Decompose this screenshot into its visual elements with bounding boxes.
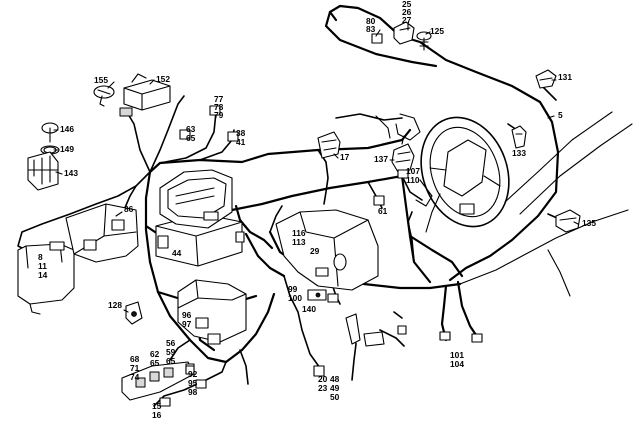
callout-155: 155 [94,75,108,85]
callout-77: 77 [214,94,224,104]
clip-131 [535,69,557,89]
screw-155 [93,85,115,107]
callout-63: 63 [186,124,196,134]
connector-107 [397,169,409,179]
callout-143: 143 [64,168,78,178]
callout-41: 41 [236,137,246,147]
callout-38: 38 [236,128,246,138]
callout-15: 15 [152,401,162,411]
center-console-unit [275,209,379,291]
relay-152 [119,73,171,117]
seatbelt-lock [313,313,407,377]
callout-78: 78 [214,102,224,112]
column-switch-lever [335,113,421,141]
callout-96: 96 [182,310,192,320]
callout-20: 20 [318,374,328,384]
bracket-86 [65,203,139,263]
callout-29: 29 [310,246,320,256]
callout-62: 62 [150,349,160,359]
callout-44: 44 [172,248,182,258]
connector-101 [439,331,483,343]
connector-15 [159,397,171,407]
connector-63 [179,129,191,140]
callout-128: 128 [108,300,122,310]
callout-5: 5 [558,110,563,120]
callout-labels: 25 26 27 80 83 125 131 5 133 135 155 152… [38,0,596,420]
callout-61: 61 [378,206,388,216]
callout-104: 104 [450,359,464,369]
leader-lines [53,23,579,313]
heater-box [177,279,247,345]
sensor-25 [393,21,415,45]
callout-152: 152 [156,74,170,84]
callout-149: 149 [60,144,74,154]
glove-box-44 [155,213,245,267]
steering-wheel [415,116,510,233]
callout-97: 97 [182,319,192,329]
bracket-128 [125,301,143,325]
callout-17: 17 [340,152,350,162]
callout-65-mid: 65 [150,358,160,368]
callout-110: 110 [406,175,420,185]
switch-17 [317,131,341,159]
ignition-switch-137 [391,135,415,173]
callout-49: 49 [330,383,340,393]
callout-133: 133 [512,148,526,158]
callout-27: 27 [402,15,412,25]
callout-86: 86 [124,204,134,214]
callout-26: 26 [402,7,412,17]
callout-65-lower: 65 [166,356,176,366]
callout-95: 95 [188,378,198,388]
connector-38 [227,131,239,142]
callout-11: 11 [38,261,47,271]
callout-16: 16 [152,410,162,420]
callout-113: 113 [292,237,306,247]
callout-48: 48 [330,374,340,384]
clip-133 [511,125,527,149]
callout-8: 8 [38,252,43,262]
holder-143 [27,151,59,191]
callout-107: 107 [406,166,420,176]
fuse-box [17,241,75,315]
callout-74: 74 [130,372,140,382]
connector-77 [209,105,221,116]
callout-146: 146 [60,124,74,134]
callout-50: 50 [330,392,340,402]
callout-140: 140 [302,304,316,314]
connector-140 [307,289,339,303]
callout-92: 92 [188,369,198,379]
callout-83: 83 [366,24,376,34]
vehicle-body-outline [459,111,633,297]
callout-99: 99 [288,284,298,294]
callout-68: 68 [130,354,140,364]
connector-135 [555,209,581,233]
callout-137: 137 [374,154,388,164]
callout-80: 80 [366,16,376,26]
callout-131: 131 [558,72,572,82]
connector-92 [185,365,195,375]
main-harness [144,4,560,364]
callout-101: 101 [450,350,464,360]
callout-135: 135 [582,218,596,228]
callout-125: 125 [430,26,444,36]
callout-25: 25 [402,0,412,9]
callout-14: 14 [38,270,48,280]
callout-65-upper: 65 [186,133,196,143]
callout-56: 56 [166,338,176,348]
callout-23: 23 [318,383,328,393]
connector-61 [373,195,385,206]
callout-71: 71 [130,363,140,373]
callout-59: 59 [166,347,176,357]
screw-125 [416,31,432,51]
callout-116: 116 [292,228,306,238]
instrument-housing [159,169,233,229]
callout-98: 98 [188,387,198,397]
callout-100: 100 [288,293,302,303]
callout-79: 79 [214,110,224,120]
